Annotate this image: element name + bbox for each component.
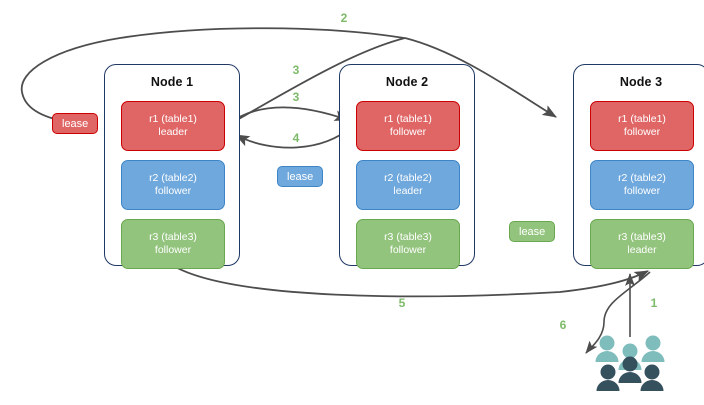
replica-name: r2 (table2) [618, 171, 666, 184]
replica-r3[interactable]: r3 (table3) follower [356, 219, 460, 269]
node-title: Node 2 [385, 75, 429, 89]
node-box-1[interactable]: Node 1 r1 (table1) leader r2 (table2) fo… [104, 64, 240, 269]
replica-role: follower [623, 185, 661, 197]
replica-role: follower [154, 185, 192, 197]
replica-r1[interactable]: r1 (table1) follower [590, 101, 694, 151]
node-title: Node 1 [150, 75, 194, 89]
replica-r3[interactable]: r3 (table3) follower [121, 219, 225, 269]
replica-role: follower [623, 126, 661, 138]
replica-role: leader [627, 244, 657, 256]
step-label-6: 6 [559, 318, 567, 332]
lease-badge-green[interactable]: lease [509, 221, 556, 242]
replica-role: leader [393, 185, 423, 197]
lease-badge-blue[interactable]: lease [277, 166, 324, 187]
step-label-1: 1 [650, 296, 658, 310]
step-label-3a: 3 [292, 63, 300, 77]
replica-role: follower [389, 244, 427, 256]
replica-role: leader [158, 126, 188, 138]
replica-r2[interactable]: r2 (table2) follower [121, 160, 225, 210]
replica-name: r1 (table1) [149, 112, 197, 125]
replica-name: r2 (table2) [149, 171, 197, 184]
arrow-step-3-to-node2 [226, 106, 350, 126]
replica-role: follower [389, 126, 427, 138]
people-icon [595, 335, 665, 391]
replica-role: follower [154, 244, 192, 256]
replica-name: r1 (table1) [384, 112, 432, 125]
replica-name: r2 (table2) [384, 171, 432, 184]
replica-name: r3 (table3) [384, 230, 432, 243]
replica-r1[interactable]: r1 (table1) follower [356, 101, 460, 151]
replica-name: r3 (table3) [149, 230, 197, 243]
node-title: Node 3 [619, 75, 663, 89]
replica-name: r1 (table1) [618, 112, 666, 125]
node-box-2[interactable]: Node 2 r1 (table1) follower r2 (table2) … [339, 64, 475, 269]
node-box-3[interactable]: Node 3 r1 (table1) follower r2 (table2) … [573, 64, 704, 269]
step-label-2: 2 [340, 11, 348, 25]
arrow-step-5 [171, 264, 649, 298]
step-label-3b: 3 [292, 90, 300, 104]
step-label-4: 4 [292, 131, 300, 145]
lease-badge-red[interactable]: lease [52, 113, 99, 134]
replica-r1[interactable]: r1 (table1) leader [121, 101, 225, 151]
replica-r3[interactable]: r3 (table3) leader [590, 219, 694, 269]
step-label-5: 5 [398, 296, 406, 310]
replica-r2[interactable]: r2 (table2) leader [356, 160, 460, 210]
replica-r2[interactable]: r2 (table2) follower [590, 160, 694, 210]
replica-name: r3 (table3) [618, 230, 666, 243]
